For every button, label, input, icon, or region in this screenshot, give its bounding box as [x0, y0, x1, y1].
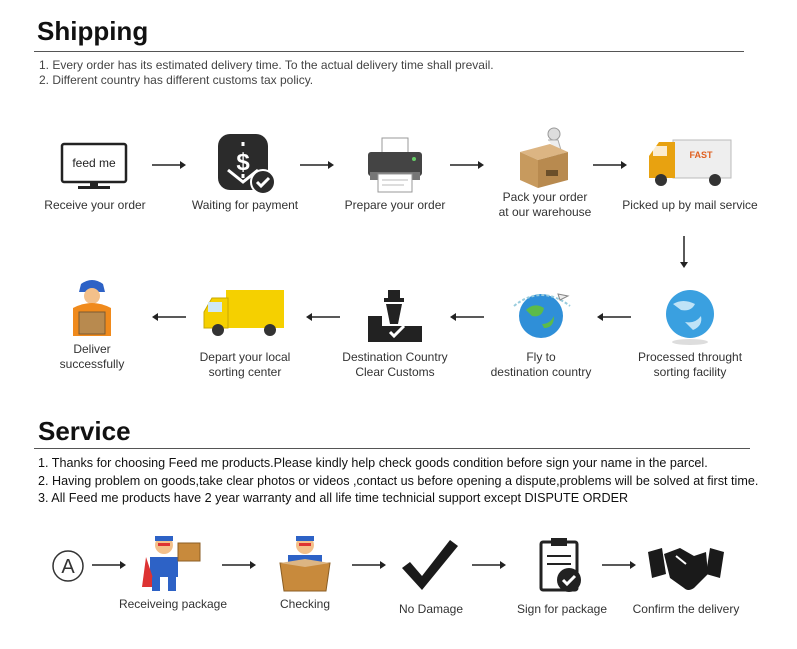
step-receiving-package: Receiveing package: [108, 533, 238, 612]
globe-plane-icon: [513, 293, 571, 338]
step-label: Sign for package: [516, 602, 608, 616]
step-processed-sorting: Processed throught sorting facility: [625, 286, 755, 380]
step-waiting-payment: $ Waiting for payment: [180, 134, 310, 213]
service-note-1: 1. Thanks for choosing Feed me products.…: [38, 456, 708, 470]
service-note-3: 3. All Feed me products have 2 year warr…: [38, 491, 629, 505]
step-label: Prepare your order: [344, 198, 446, 212]
step-pack-order: Pack your order at our warehouse: [480, 126, 610, 220]
step-label: Pack your order at our warehouse: [498, 190, 592, 219]
van-icon: [203, 290, 284, 336]
service-note-2: 2. Having problem on goods,take clear ph…: [38, 473, 759, 488]
step-fly-destination: Fly to destination country: [476, 286, 606, 380]
step-label: Deliver successfully: [59, 342, 125, 371]
step-deliver: Deliver successfully: [27, 278, 157, 372]
arrow-down-icon: [680, 236, 688, 268]
arrow-right-icon: [300, 161, 334, 169]
svg-text:$: $: [236, 149, 250, 176]
truck-fast-text: FAST: [689, 150, 713, 160]
printer-icon: [368, 137, 422, 193]
step-label: Waiting for payment: [191, 198, 299, 212]
shipping-title: Shipping: [37, 16, 149, 46]
monitor-icon: feed me: [60, 142, 128, 189]
clipboard-check-icon: [539, 538, 581, 592]
payment-icon: $: [218, 134, 276, 195]
service-divider: [34, 448, 750, 449]
step-picked-up: FAST Picked up by mail service: [620, 134, 760, 213]
hero-box-icon: [279, 536, 331, 592]
circled-a-icon: A: [52, 550, 84, 582]
arrow-right-icon: [92, 561, 126, 569]
shipping-note-2: 2. Different country has different custo…: [39, 73, 314, 87]
step-label: Confirm the delivery: [632, 602, 740, 616]
arrow-right-icon: [152, 161, 186, 169]
arrow-right-icon: [222, 561, 256, 569]
step-no-damage: No Damage: [366, 538, 496, 617]
service-notes: 1. Thanks for choosing Feed me products.…: [38, 455, 758, 508]
globe-icon: [666, 290, 714, 345]
shipping-divider: [34, 51, 744, 52]
step-label: Processed throught sorting facility: [637, 350, 743, 379]
arrow-right-icon: [472, 561, 506, 569]
step-prepare-order: Prepare your order: [330, 134, 460, 213]
courier-icon: [73, 280, 111, 336]
hero-package-icon: [142, 536, 201, 591]
arrow-right-icon: [450, 161, 484, 169]
fast-truck-icon: FAST: [649, 139, 732, 186]
step-clear-customs: Destination Country Clear Customs: [330, 286, 460, 380]
step-confirm-delivery: Confirm the delivery: [621, 538, 751, 617]
handshake-icon: [648, 548, 724, 590]
arrow-right-icon: [593, 161, 627, 169]
arrow-left-icon: [450, 313, 484, 321]
worker-box-icon: [520, 127, 568, 188]
shipping-note-1: 1. Every order has its estimated deliver…: [39, 58, 494, 72]
step-sign-package: Sign for package: [497, 538, 627, 617]
step-label: Fly to destination country: [490, 350, 592, 379]
step-label: Checking: [279, 597, 331, 611]
service-title: Service: [38, 416, 131, 446]
step-checking: Checking: [240, 533, 370, 612]
step-label: No Damage: [398, 602, 464, 616]
step-label: Receiveing package: [118, 597, 228, 611]
step-label: Depart your local sorting center: [199, 350, 291, 379]
step-label: Destination Country Clear Customs: [342, 350, 448, 379]
step-receive-order: feed me Receive your order: [30, 134, 160, 213]
arrow-right-icon: [602, 561, 636, 569]
monitor-screen-text: feed me: [72, 156, 116, 170]
arrow-left-icon: [597, 313, 631, 321]
checkmark-icon: [402, 540, 458, 590]
arrow-right-icon: [352, 561, 386, 569]
step-label: Picked up by mail service: [622, 198, 758, 212]
arrow-left-icon: [306, 313, 340, 321]
svg-text:A: A: [61, 556, 75, 578]
shipping-notes: 1. Every order has its estimated deliver…: [39, 58, 494, 88]
arrow-left-icon: [152, 313, 186, 321]
customs-icon: [368, 290, 422, 342]
step-local-sorting: Depart your local sorting center: [180, 286, 310, 380]
step-label: Receive your order: [44, 198, 146, 212]
